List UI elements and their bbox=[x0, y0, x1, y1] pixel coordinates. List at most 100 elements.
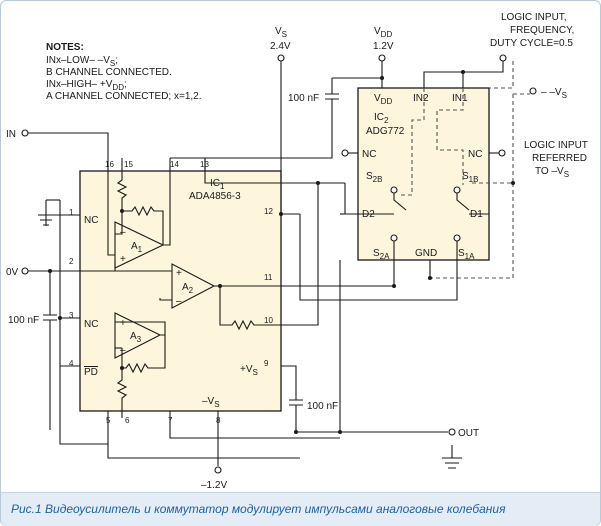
caption-bar: Рис.1 Видеоусилитель и коммутатор модули… bbox=[1, 492, 600, 526]
ic1-pin-1: 1 bbox=[69, 208, 74, 217]
s1a-contact bbox=[453, 234, 461, 242]
vs-terminal bbox=[277, 54, 285, 62]
wire-pin5 bbox=[107, 411, 300, 459]
a2-feedback-resistor bbox=[219, 286, 281, 331]
minus-vs-dashed bbox=[429, 183, 514, 279]
a3-feedback-resistor bbox=[122, 334, 166, 374]
ic2-in1: IN1 bbox=[452, 93, 468, 104]
ic1-pin-4: 4 bbox=[69, 359, 74, 368]
a1-feedback-resistors bbox=[116, 171, 164, 245]
ic2-s1a: S1A bbox=[458, 248, 475, 261]
ic2-s2b: S2B bbox=[366, 171, 382, 184]
vdd-value: 1.2V bbox=[373, 41, 394, 52]
amp-a1-label: A1 bbox=[131, 241, 143, 254]
wire-vdd bbox=[332, 61, 383, 79]
amp-a2-plus: + bbox=[176, 268, 182, 279]
ic1-part: ADA4856-3 bbox=[189, 191, 241, 202]
amp-a3-minus: – bbox=[120, 345, 126, 356]
logic-input-terminal bbox=[499, 54, 507, 62]
a3-ground-resistor bbox=[116, 368, 128, 411]
ic1-pin-10: 10 bbox=[264, 316, 273, 325]
amp-a3 bbox=[114, 312, 162, 359]
wire-left-rail bbox=[59, 200, 108, 445]
ic2-in1-dashed bbox=[436, 88, 464, 185]
ic2-vdd: VDD bbox=[374, 93, 392, 106]
in-label: IN bbox=[6, 129, 16, 140]
logic-input-line-1: LOGIC INPUT, bbox=[501, 12, 567, 23]
cap-100nf-bottom bbox=[281, 365, 303, 432]
ic1-pin-12: 12 bbox=[264, 207, 273, 216]
wire-in bbox=[28, 132, 109, 158]
neg-supply-terminal bbox=[214, 466, 222, 474]
amp-a1-minus: – bbox=[120, 227, 126, 238]
s2b-contact bbox=[390, 186, 398, 194]
vdd-terminal bbox=[378, 54, 386, 62]
wire-pin1 bbox=[45, 200, 80, 216]
in-terminal bbox=[21, 129, 29, 137]
logic-ref-line-3: TO –VS bbox=[535, 166, 569, 179]
wire-pin16-a1 bbox=[107, 158, 115, 256]
0v-label: 0V bbox=[6, 267, 19, 278]
ic1-nc-1: NC bbox=[84, 215, 98, 226]
wire-s1a bbox=[299, 214, 458, 301]
wire-pin7 bbox=[169, 411, 340, 439]
vs-label: VS bbox=[275, 26, 287, 39]
ic2-nc-right: NC bbox=[468, 149, 482, 160]
ic1-pin-14: 14 bbox=[170, 160, 179, 169]
notes-line-3: INx–HIGH– +VDD; bbox=[46, 79, 127, 92]
notes-title: NOTES: bbox=[46, 42, 84, 53]
amp-a3-plus: + bbox=[120, 318, 126, 329]
wire-pin10 bbox=[281, 182, 345, 326]
amp-a1-plus: + bbox=[120, 254, 126, 265]
ic2-name: IC2 bbox=[374, 112, 389, 125]
logic-ref-line-2: REFERRED bbox=[532, 153, 587, 164]
logic-input-line-3: DUTY CYCLE=0.5 bbox=[490, 38, 573, 49]
notes-line-4: A CHANNEL CONNECTED; x=1,2. bbox=[46, 91, 202, 102]
wire-a2-inv bbox=[159, 298, 172, 301]
amp-a3-label: A3 bbox=[130, 331, 142, 344]
ic2-in2-dashed bbox=[400, 88, 425, 196]
amp-a2-label: A2 bbox=[182, 282, 194, 295]
notes-line-2: B CHANNEL CONNECTED. bbox=[46, 67, 172, 78]
ic1-nc-3: NC bbox=[84, 319, 98, 330]
schematic: NOTES: INx–LOW– –VS; B CHANNEL CONNECTED… bbox=[6, 12, 588, 491]
minus-vs-terminal bbox=[529, 87, 537, 95]
cap-100nf-bottom-label: 100 nF bbox=[307, 401, 338, 412]
ic2-s2a: S2A bbox=[373, 248, 390, 261]
ic1-pd: PD bbox=[84, 367, 98, 378]
ic2-in2: IN2 bbox=[413, 93, 429, 104]
ic1-pin-9: 9 bbox=[264, 359, 269, 368]
switch-2 bbox=[358, 193, 407, 215]
out-label: OUT bbox=[458, 428, 479, 439]
minus-vs-label: – –VS bbox=[541, 87, 567, 100]
notes-line-1: INx–LOW– –VS; bbox=[46, 55, 118, 68]
cap-100nf-top bbox=[170, 78, 339, 159]
ground-symbol-out bbox=[442, 445, 462, 469]
switch-1 bbox=[456, 193, 489, 215]
vs-value: 2.4V bbox=[270, 41, 291, 52]
s2a-contact bbox=[390, 234, 398, 242]
wire-a1-out bbox=[163, 171, 171, 246]
ic1-minus-vs: –VS bbox=[202, 396, 220, 409]
ic2-nc-left: NC bbox=[362, 149, 376, 160]
ic1-pin-11: 11 bbox=[264, 273, 273, 282]
ic2-gnd: GND bbox=[415, 248, 437, 259]
ic1-pin-15: 15 bbox=[124, 160, 133, 169]
figure-caption: Рис.1 Видеоусилитель и коммутатор модули… bbox=[11, 502, 506, 516]
amp-a1 bbox=[114, 221, 165, 269]
0v-terminal bbox=[21, 267, 29, 275]
ic1-plus-vs: +VS bbox=[240, 364, 258, 377]
amp-a2-minus: – bbox=[176, 296, 182, 307]
logic-ref-line-1: LOGIC INPUT bbox=[524, 140, 588, 151]
logic-input-line-2: FREQUENCY, bbox=[510, 25, 574, 36]
cap-100nf-left-label: 100 nF bbox=[8, 315, 39, 326]
ic1-pin-6: 6 bbox=[125, 416, 130, 425]
vdd-label: VDD bbox=[374, 26, 392, 39]
s1b-contact bbox=[453, 186, 461, 194]
out-terminal bbox=[448, 428, 456, 436]
ic1-pin-3: 3 bbox=[69, 311, 74, 320]
ic2-s1b: S1B bbox=[462, 171, 478, 184]
ic2-part: ADG772 bbox=[366, 126, 405, 137]
cap-100nf-top-label: 100 nF bbox=[288, 93, 319, 104]
ic1-pin-2: 2 bbox=[69, 257, 74, 266]
